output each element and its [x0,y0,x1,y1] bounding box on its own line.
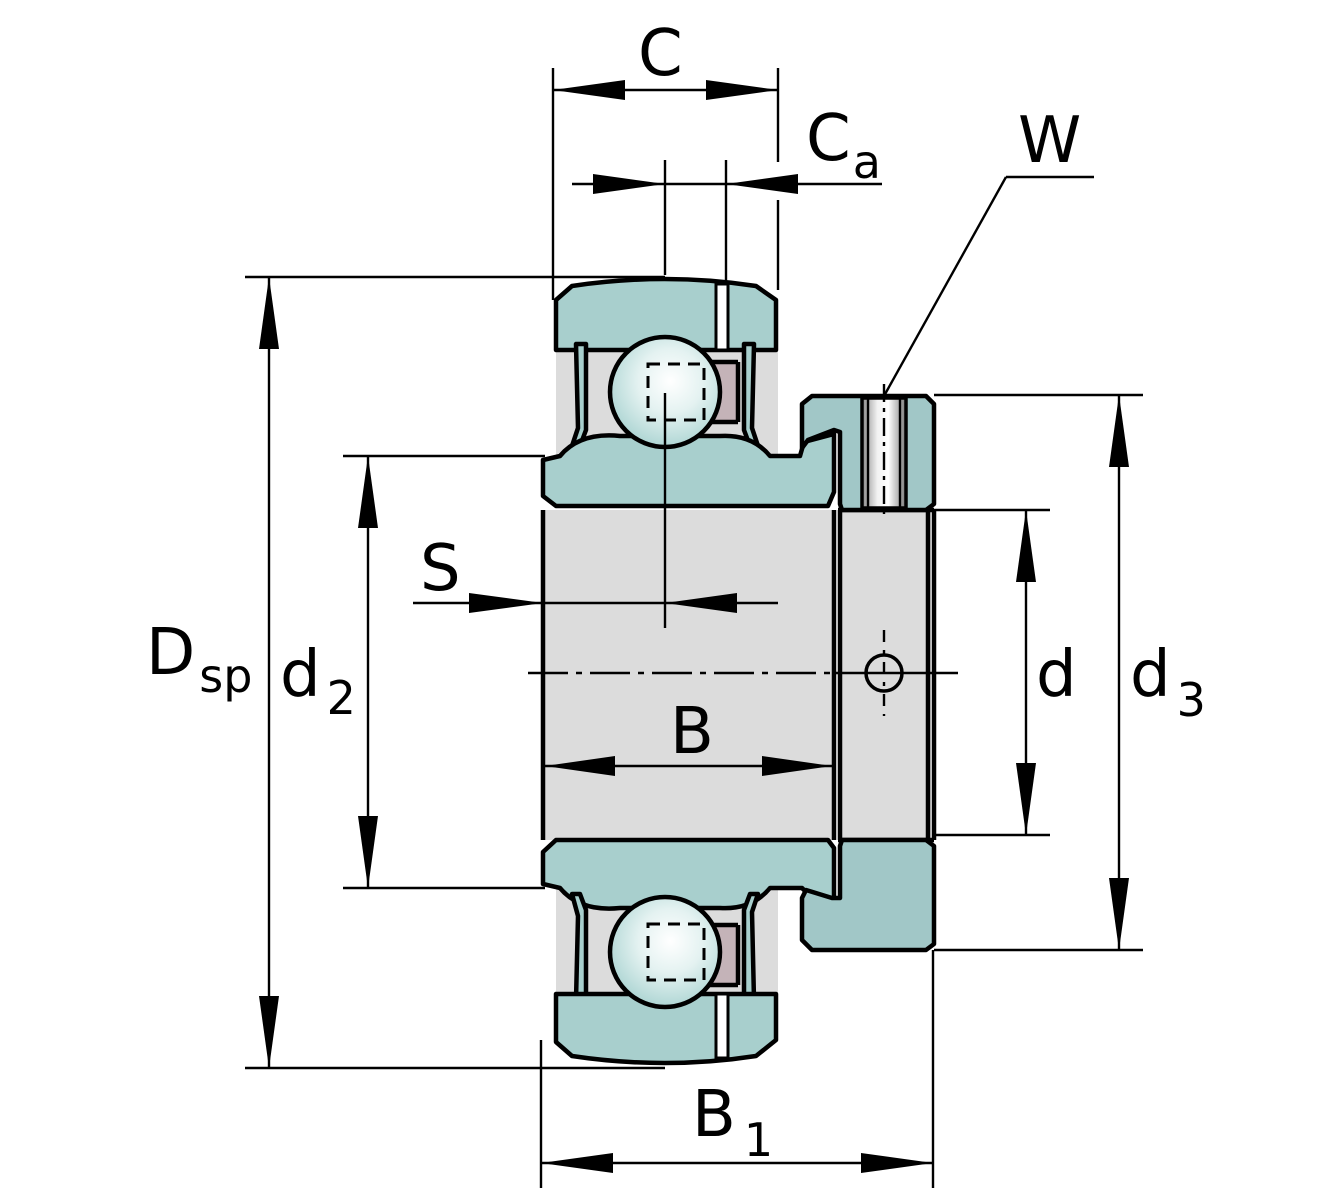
label-Dsp: Dsp [146,616,252,703]
label-Ca: Ca [806,102,881,189]
set-screw-hole-icon [864,653,904,693]
center-axis [528,630,958,716]
bearing-top-half [540,276,937,628]
label-S: S [420,532,461,606]
label-B: B [670,695,714,769]
label-W: W [1018,104,1081,178]
dimension-lines [245,68,1143,1188]
ball-pocket-top [646,362,706,422]
locking-collar-bottom [799,837,937,953]
label-C: C [638,17,683,91]
inner-ring-bottom [540,837,837,911]
ball-pocket-bottom [646,922,706,982]
inner-ring-top [540,431,837,509]
bore [540,507,937,843]
bearing-bottom-half [540,837,937,1066]
label-d: d [1036,638,1077,712]
